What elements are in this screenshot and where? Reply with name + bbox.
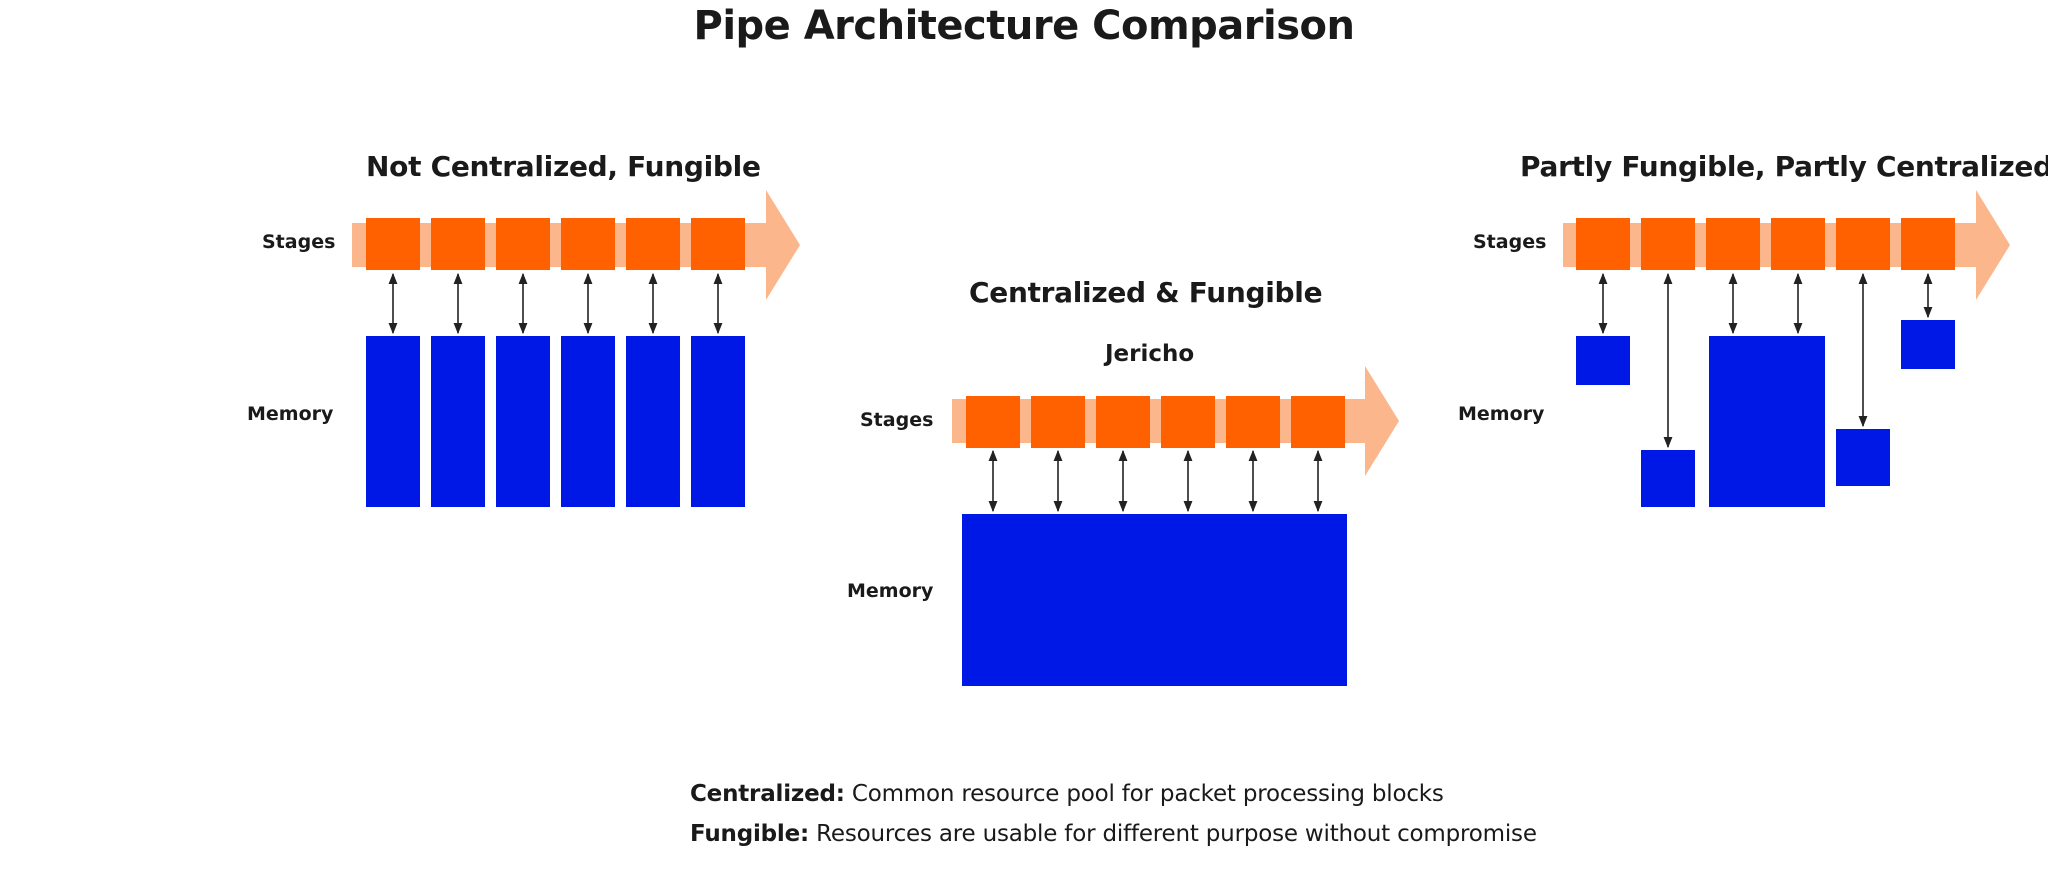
stage-block <box>496 218 550 270</box>
stage-block <box>431 218 485 270</box>
memory-block <box>1901 320 1955 369</box>
stages-label: Stages <box>262 231 336 253</box>
stage-block <box>966 396 1020 448</box>
definition-text: Common resource pool for packet processi… <box>844 781 1444 807</box>
memory-block <box>561 336 615 507</box>
memory-block <box>626 336 680 507</box>
shared-memory-block <box>962 514 1347 686</box>
stage-block <box>1706 218 1760 270</box>
memory-block <box>431 336 485 507</box>
stage-block <box>1096 396 1150 448</box>
stages-label: Stages <box>860 409 934 431</box>
panel-partly <box>1563 190 2010 507</box>
memory-block <box>1709 336 1825 507</box>
stage-block <box>1771 218 1825 270</box>
stage-block <box>1576 218 1630 270</box>
stages-label: Stages <box>1473 231 1547 253</box>
definition-fungible: Fungible: Resources are usable for diffe… <box>690 821 1537 847</box>
definition-term: Centralized: <box>690 781 845 807</box>
memory-block <box>496 336 550 507</box>
panel-title-not-centralized: Not Centralized, Fungible <box>366 150 761 183</box>
stage-block <box>626 218 680 270</box>
stage-block <box>561 218 615 270</box>
panel-title-partly: Partly Fungible, Partly Centralized <box>1520 150 2048 183</box>
panel-subtitle-jericho: Jericho <box>1105 341 1195 367</box>
stage-block <box>1836 218 1890 270</box>
memory-label: Memory <box>247 403 334 425</box>
stage-block <box>366 218 420 270</box>
memory-label: Memory <box>1458 403 1545 425</box>
panel-title-centralized: Centralized & Fungible <box>969 276 1323 309</box>
stage-block <box>1161 396 1215 448</box>
page-title: Pipe Architecture Comparison <box>693 3 1355 49</box>
stage-block <box>1226 396 1280 448</box>
stage-block <box>1031 396 1085 448</box>
memory-block <box>366 336 420 507</box>
definition-term: Fungible: <box>690 821 810 847</box>
stage-block <box>1901 218 1955 270</box>
stage-block <box>1291 396 1345 448</box>
stage-block <box>1641 218 1695 270</box>
panel-not-centralized <box>352 190 800 507</box>
memory-block <box>691 336 745 507</box>
memory-block <box>1576 336 1630 385</box>
memory-label: Memory <box>847 580 934 602</box>
panel-centralized <box>952 366 1399 686</box>
definition-centralized: Centralized: Common resource pool for pa… <box>690 781 1444 807</box>
stage-block <box>691 218 745 270</box>
memory-block <box>1641 450 1695 507</box>
definition-text: Resources are usable for different purpo… <box>809 821 1537 847</box>
memory-block <box>1836 429 1890 486</box>
